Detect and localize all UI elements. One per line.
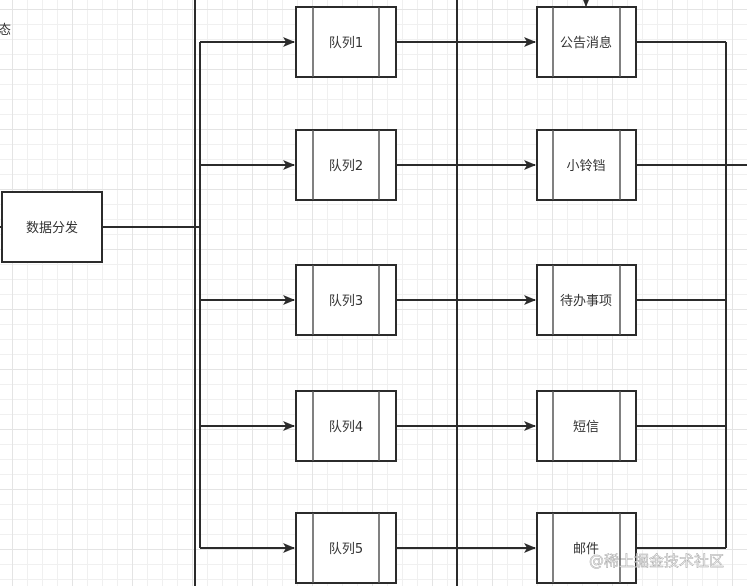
consumer-label: 公告消息	[560, 35, 612, 51]
consumer-label: 小铃铛	[566, 159, 605, 174]
consumer-node-2[interactable]: 小铃铛	[536, 129, 637, 201]
queue-node-1[interactable]: 队列1	[295, 6, 397, 78]
consumer-node-1[interactable]: 公告消息	[536, 6, 637, 78]
queue-label: 队列1	[329, 36, 363, 51]
queue-node-2[interactable]: 队列2	[295, 129, 397, 201]
consumer-label: 邮件	[573, 542, 599, 557]
watermark: @稀土掘金技术社区	[589, 552, 724, 570]
consumer-node-5[interactable]: 邮件	[536, 512, 637, 584]
partial-label: 态	[0, 23, 11, 38]
dispatcher-node[interactable]: 数据分发	[1, 191, 103, 263]
queue-node-5[interactable]: 队列5	[295, 512, 397, 584]
queue-label: 队列4	[329, 420, 363, 435]
consumer-label: 短信	[573, 420, 599, 435]
dispatcher-label: 数据分发	[26, 220, 78, 236]
queue-node-4[interactable]: 队列4	[295, 390, 397, 462]
queue-node-3[interactable]: 队列3	[295, 264, 397, 336]
consumer-node-3[interactable]: 待办事项	[536, 264, 637, 336]
queue-label: 队列3	[329, 294, 363, 309]
queue-label: 队列5	[329, 542, 363, 557]
consumer-node-4[interactable]: 短信	[536, 390, 637, 462]
consumer-label: 待办事项	[560, 294, 612, 309]
queue-label: 队列2	[329, 159, 363, 174]
